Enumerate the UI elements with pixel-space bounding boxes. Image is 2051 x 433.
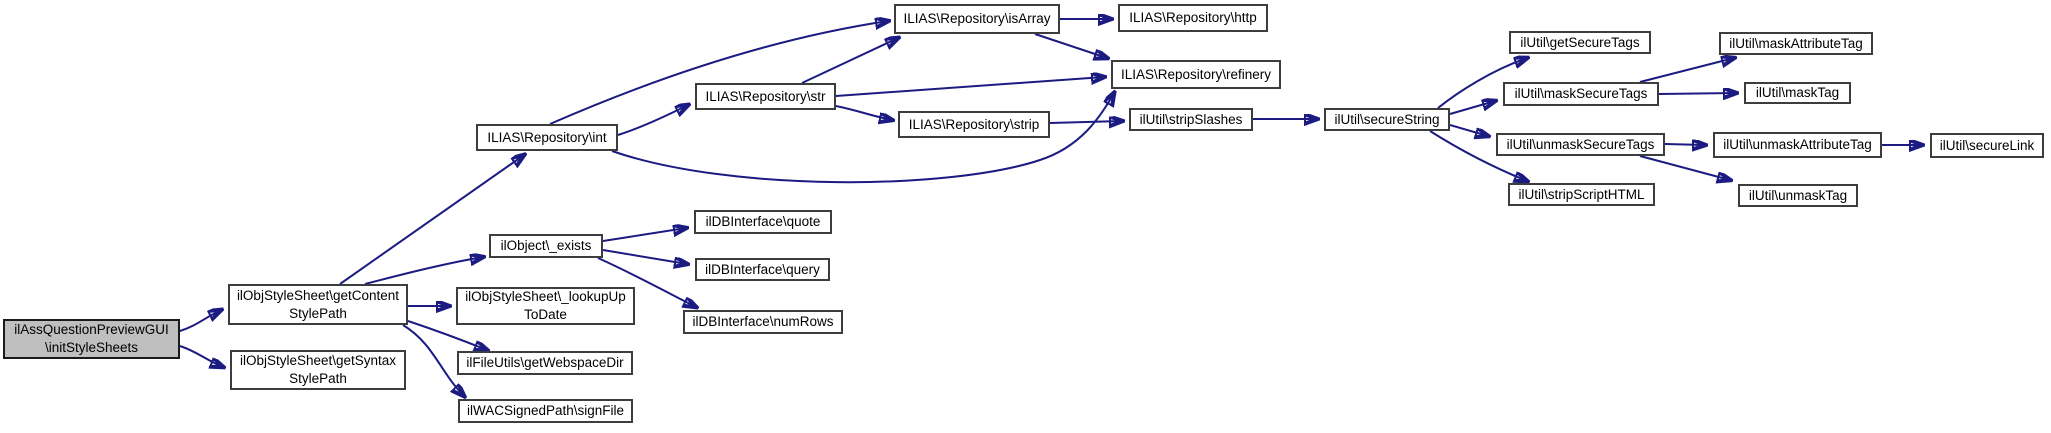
node-unmask-secure-tags[interactable]: ilUtil\unmaskSecureTags [1496, 133, 1665, 156]
edge-getContentStylePath-signFile [402, 324, 464, 396]
edge-secureString-getSecureTags [1437, 58, 1527, 109]
node-repository-refinery[interactable]: ILIAS\Repository\refinery [1111, 60, 1281, 89]
node-label: ilUtil\unmaskAttributeTag [1723, 137, 1872, 152]
edge-unmaskSecureTags-unmaskAttributeTag [1664, 144, 1705, 145]
edge-getContentStylePath-exists [364, 257, 483, 285]
node-label: ilUtil\secureLink [1939, 137, 2035, 153]
node-db-query[interactable]: ilDBInterface\query [695, 258, 830, 281]
node-label: ilWACSignedPath\signFile [466, 403, 625, 418]
edge-strip-stripSlashes [1049, 121, 1122, 123]
node-init-style-sheets[interactable]: ilAssQuestionPreviewGUI \initStyleSheets [3, 319, 180, 359]
node-strip-slashes[interactable]: ilUtil\stripSlashes [1129, 108, 1253, 131]
node-label: ilDBInterface\quote [705, 214, 821, 229]
node-repository-int[interactable]: ILIAS\Repository\int [476, 124, 618, 151]
edge-getContentStylePath-getWebspaceDir [407, 320, 487, 350]
edge-initStyleSheets-getSyntaxStylePath [179, 345, 223, 367]
node-db-quote[interactable]: ilDBInterface\quote [694, 210, 832, 234]
node-label: ilObjStyleSheet\getContent [236, 287, 400, 303]
node-mask-attribute-tag[interactable]: ilUtil\maskAttributeTag [1719, 32, 1873, 55]
node-object-exists[interactable]: ilObject\_exists [489, 234, 603, 258]
node-label: ilUtil\secureString [1334, 111, 1440, 127]
node-unmask-attribute-tag[interactable]: ilUtil\unmaskAttributeTag [1713, 132, 1882, 158]
edge-str-refinery [835, 77, 1104, 97]
node-label: ToDate [524, 307, 567, 322]
node-label: ilUtil\maskTag [1755, 85, 1840, 100]
node-label: ilUtil\stripSlashes [1139, 111, 1243, 127]
edge-int-str [617, 105, 688, 136]
node-label: ilUtil\maskSecureTags [1514, 86, 1648, 101]
node-secure-link[interactable]: ilUtil\secureLink [1930, 133, 2044, 158]
node-label: StylePath [289, 371, 347, 386]
node-mask-secure-tags[interactable]: ilUtil\maskSecureTags [1503, 82, 1659, 106]
node-repository-strip[interactable]: ILIAS\Repository\strip [898, 111, 1050, 138]
node-label: ILIAS\Repository\str [705, 88, 826, 104]
edge-isArray-refinery [1034, 33, 1107, 58]
node-label: ILIAS\Repository\isArray [903, 11, 1051, 26]
node-label: ILIAS\Repository\strip [908, 116, 1040, 132]
node-unmask-tag[interactable]: ilUtil\unmaskTag [1738, 184, 1858, 207]
node-repository-is-array[interactable]: ILIAS\Repository\isArray [894, 4, 1060, 34]
node-label: ILIAS\Repository\int [487, 129, 607, 145]
node-label: ilUtil\unmaskTag [1748, 187, 1848, 203]
node-label: ILIAS\Repository\http [1129, 10, 1257, 25]
node-label: ilUtil\getSecureTags [1520, 34, 1640, 50]
edge-exists-quote [602, 228, 686, 242]
node-get-content-style-path[interactable]: ilObjStyleSheet\getContent StylePath [228, 284, 408, 325]
node-secure-string[interactable]: ilUtil\secureString [1324, 108, 1450, 131]
node-label: ilObjStyleSheet\getSyntax [239, 353, 397, 368]
node-label: ilFileUtils\getWebspaceDir [466, 355, 624, 370]
node-label: ILIAS\Repository\refinery [1120, 66, 1272, 82]
node-label: ilObject\_exists [500, 238, 592, 253]
edge-int-refinery [611, 93, 1114, 184]
node-repository-http[interactable]: ILIAS\Repository\http [1118, 4, 1268, 32]
node-db-num-rows[interactable]: ilDBInterface\numRows [683, 310, 843, 334]
edge-maskSecureTags-maskAttributeTag [1639, 58, 1734, 83]
node-label: ilDBInterface\numRows [692, 314, 834, 329]
node-label: \initStyleSheets [44, 340, 139, 355]
node-label: ilDBInterface\query [705, 261, 820, 277]
edge-unmaskSecureTags-unmaskTag [1639, 155, 1730, 180]
node-label: ilUtil\maskAttributeTag [1729, 35, 1863, 51]
edge-secureString-maskSecureTags [1449, 101, 1495, 115]
node-label: ilUtil\stripScriptHTML [1518, 186, 1645, 202]
edge-initStyleSheets-getContentStylePath [179, 310, 221, 332]
edge-maskSecureTags-maskTag [1658, 93, 1736, 94]
edge-getContentStylePath-int [339, 155, 524, 285]
node-strip-script-html[interactable]: ilUtil\stripScriptHTML [1508, 183, 1655, 206]
edge-exists-query [602, 249, 687, 264]
node-label: ilObjStyleSheet\_lookupUp [465, 289, 626, 304]
node-mask-tag[interactable]: ilUtil\maskTag [1744, 82, 1851, 104]
edge-secureString-unmaskSecureTags [1449, 124, 1488, 136]
node-repository-str[interactable]: ILIAS\Repository\str [695, 83, 836, 110]
node-get-secure-tags[interactable]: ilUtil\getSecureTags [1509, 31, 1651, 54]
node-get-webspace-dir[interactable]: ilFileUtils\getWebspaceDir [457, 351, 633, 375]
edge-int-isArray [549, 21, 888, 125]
node-label: StylePath [289, 305, 347, 321]
node-get-syntax-style-path[interactable]: ilObjStyleSheet\getSyntax StylePath [230, 350, 406, 390]
node-sign-file[interactable]: ilWACSignedPath\signFile [458, 399, 633, 423]
node-lookup-up-to-date[interactable]: ilObjStyleSheet\_lookupUp ToDate [456, 287, 635, 325]
edge-str-strip [835, 105, 892, 120]
edge-secureString-stripScriptHTML [1429, 130, 1527, 181]
node-label: ilAssQuestionPreviewGUI [14, 322, 169, 337]
node-label: ilUtil\unmaskSecureTags [1506, 136, 1655, 152]
edge-str-isArray [801, 38, 898, 84]
edge-exists-numRows [597, 257, 696, 307]
